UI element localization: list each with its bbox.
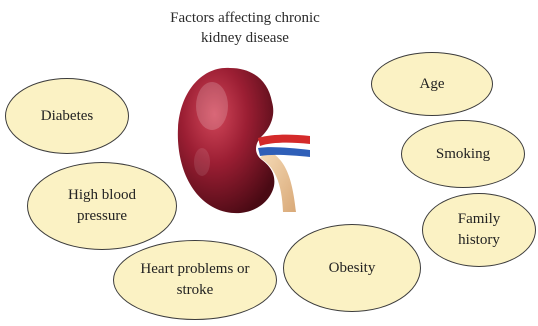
factor-heart-problems: Heart problems or stroke	[113, 240, 277, 320]
factor-label: High blood pressure	[48, 185, 156, 227]
factor-label: Obesity	[323, 258, 382, 279]
factor-label: Smoking	[430, 144, 496, 165]
factor-high-blood-pressure: High blood pressure	[27, 162, 177, 250]
artery	[258, 135, 310, 146]
factor-label: Diabetes	[35, 106, 99, 127]
factor-label: Age	[414, 74, 451, 95]
factor-label: Heart problems or stroke	[124, 259, 266, 301]
factor-label: Family history	[443, 209, 515, 251]
kidney-illustration	[172, 62, 322, 217]
factor-age: Age	[371, 52, 493, 116]
factor-smoking: Smoking	[401, 120, 525, 188]
factor-family-history: Family history	[422, 193, 536, 267]
factor-obesity: Obesity	[283, 224, 421, 312]
diagram-title: Factors affecting chronic kidney disease	[160, 8, 330, 48]
factor-diabetes: Diabetes	[5, 78, 129, 154]
